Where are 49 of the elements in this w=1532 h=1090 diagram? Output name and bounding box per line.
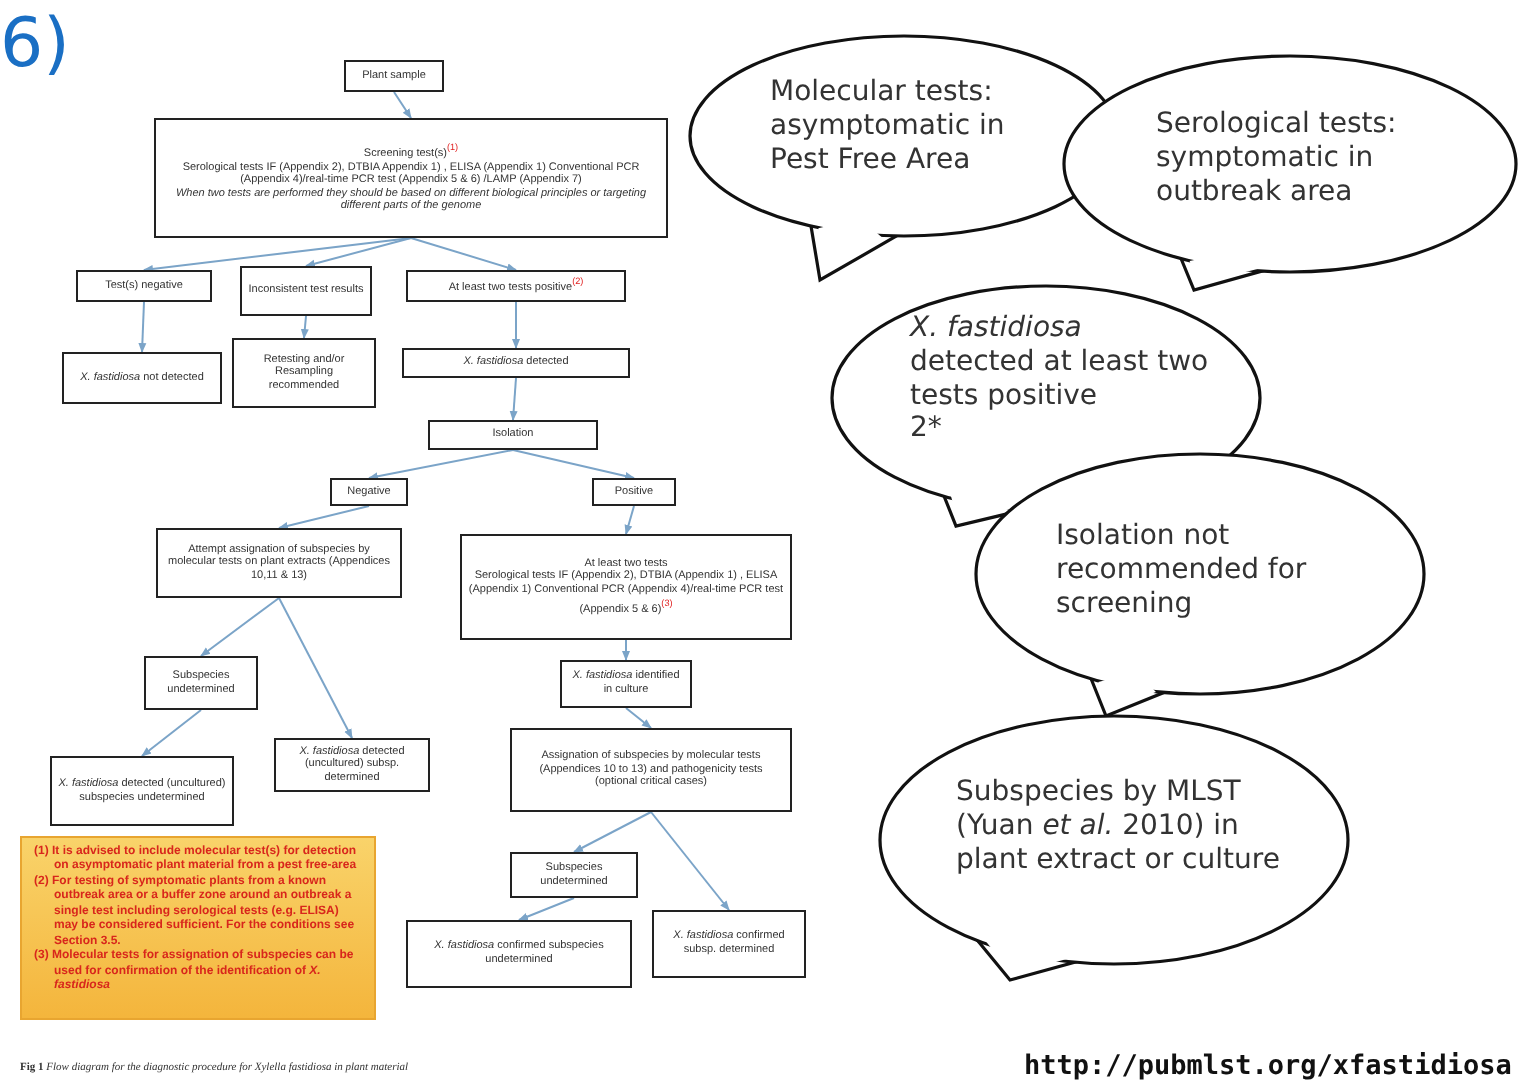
arrow	[518, 897, 575, 921]
url-text: http://pubmlst.org/xfastidiosa	[1024, 1050, 1512, 1082]
arrow	[278, 597, 353, 739]
arrow	[141, 709, 202, 757]
process-box	[402, 348, 630, 378]
arrow	[410, 237, 517, 272]
arrow	[278, 505, 370, 530]
arrow	[573, 811, 652, 853]
arrow	[625, 707, 652, 729]
process-box	[560, 660, 692, 708]
process-box	[62, 352, 222, 404]
process-box	[510, 728, 792, 812]
process-box	[406, 920, 632, 988]
arrow	[305, 237, 412, 268]
arrow	[200, 597, 280, 657]
panel-number: 6)	[0, 4, 70, 84]
process-box	[50, 756, 234, 826]
process-box	[592, 478, 676, 506]
arrow	[650, 811, 730, 911]
process-box	[406, 270, 626, 302]
process-box	[428, 420, 598, 450]
process-box	[344, 60, 444, 92]
arrow	[512, 449, 635, 480]
process-box	[330, 478, 408, 506]
process-box	[76, 270, 212, 302]
arrow	[622, 639, 630, 661]
arrow	[368, 449, 514, 481]
arrow	[300, 315, 309, 339]
bubble-text: Serological tests: symptomatic in outbreak area	[1156, 108, 1399, 209]
bubble-text: X. fastidiosa detected at least two tests positive	[910, 312, 1210, 413]
arrow	[512, 301, 520, 349]
process-box	[232, 338, 376, 408]
arrow	[509, 377, 518, 421]
notes-box	[20, 836, 376, 1020]
process-box	[156, 528, 402, 598]
process-box	[652, 910, 806, 978]
process-box	[240, 266, 372, 316]
bubble-text: Isolation not recommended for screening	[1056, 520, 1309, 621]
bubble-text: Subspecies by MLST (Yuan et al. 2010) in plant extract or culture	[956, 776, 1282, 877]
bubble-text: 2*	[910, 412, 944, 447]
arrow	[624, 505, 635, 535]
process-box	[510, 852, 638, 898]
process-box	[274, 738, 430, 792]
process-box	[144, 656, 258, 710]
process-box	[154, 118, 668, 238]
arrow	[138, 301, 147, 353]
arrow	[393, 91, 412, 119]
process-box	[460, 534, 792, 640]
bubble-text: Molecular tests: asymptomatic in Pest Free Area	[770, 76, 1007, 177]
